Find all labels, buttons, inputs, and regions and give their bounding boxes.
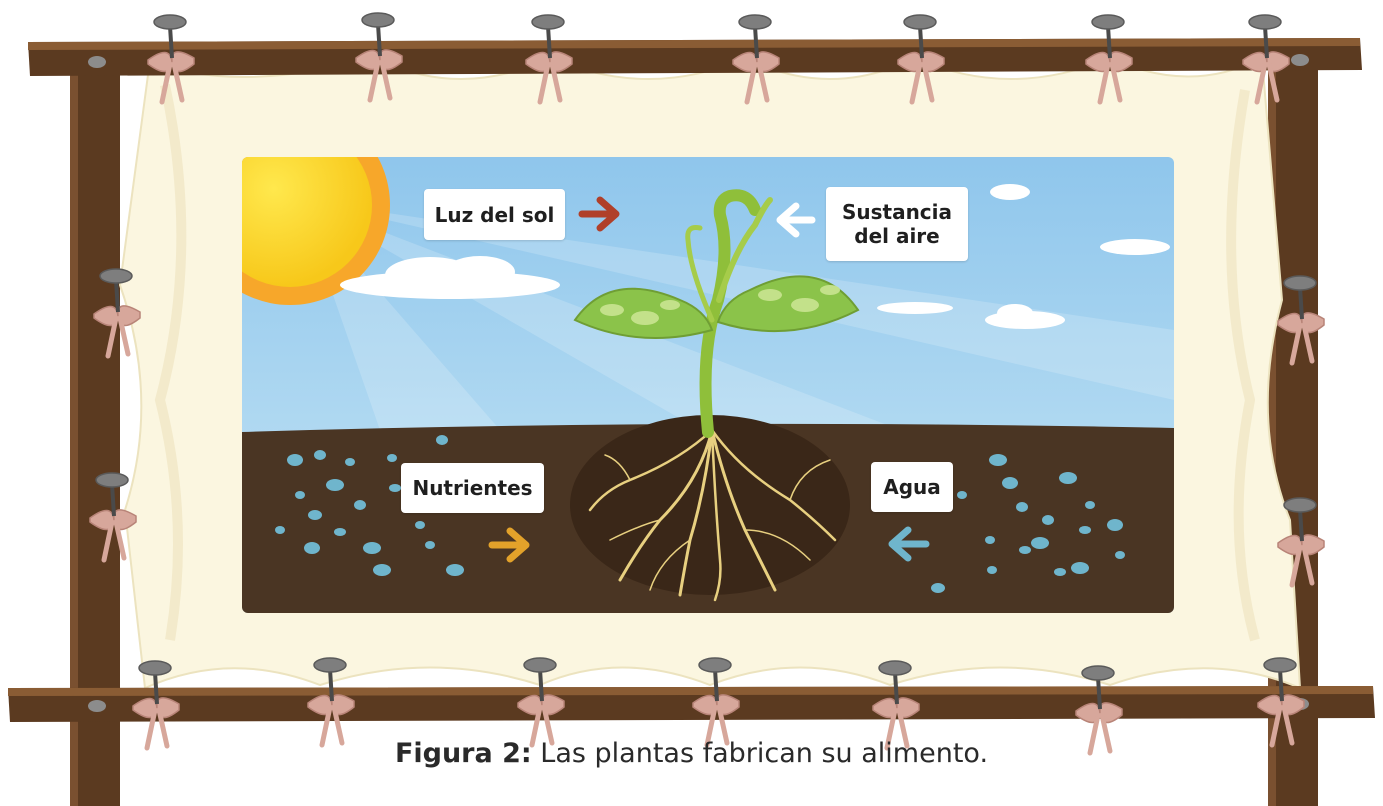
wood-beams [8, 38, 1375, 722]
arrow-water-icon [888, 526, 930, 562]
nail-bow-icon [692, 657, 740, 748]
nail-bow-icon [1277, 275, 1325, 366]
label-water: Agua [871, 462, 953, 512]
caption-text: Las plantas fabrican su alimento. [531, 738, 989, 769]
nail-bow-icon [132, 660, 180, 751]
caption-prefix: Figura 2: [394, 738, 532, 769]
nail-bow-icon [732, 14, 780, 105]
nail-bow-icon [307, 657, 355, 748]
nail-bow-icon [1242, 14, 1290, 105]
nail-bow-icon [872, 660, 920, 751]
nail-bow-icon [355, 12, 403, 103]
nail-bow-icon [147, 14, 195, 105]
nail-bow-icon [89, 472, 137, 563]
nail-bow-icon [1277, 497, 1325, 588]
nails-and-bows [89, 12, 1325, 756]
nail-bow-icon [517, 657, 565, 748]
photosynthesis-scene [242, 157, 1174, 613]
clouds [340, 184, 1170, 329]
nail-bow-icon [1085, 14, 1133, 105]
arrow-sun-icon [578, 196, 620, 232]
arrow-air-icon [776, 202, 816, 238]
label-nutrients: Nutrientes [401, 463, 544, 513]
plant-roots [588, 428, 837, 602]
plant-leaves [573, 275, 860, 339]
nail-bow-icon [93, 268, 141, 359]
nail-bow-icon [1257, 657, 1305, 748]
plant-stem [685, 189, 773, 438]
sun-icon [242, 157, 390, 305]
label-sunlight: Luz del sol [424, 189, 565, 240]
label-air-substance: Sustancia del aire [826, 187, 968, 261]
nail-bow-icon [897, 14, 945, 105]
figure-caption: Figura 2: Las plantas fabrican su alimen… [0, 738, 1383, 769]
arrow-nutrients-icon [488, 527, 530, 563]
nail-bow-icon [1075, 665, 1123, 756]
nail-bow-icon [525, 14, 573, 105]
